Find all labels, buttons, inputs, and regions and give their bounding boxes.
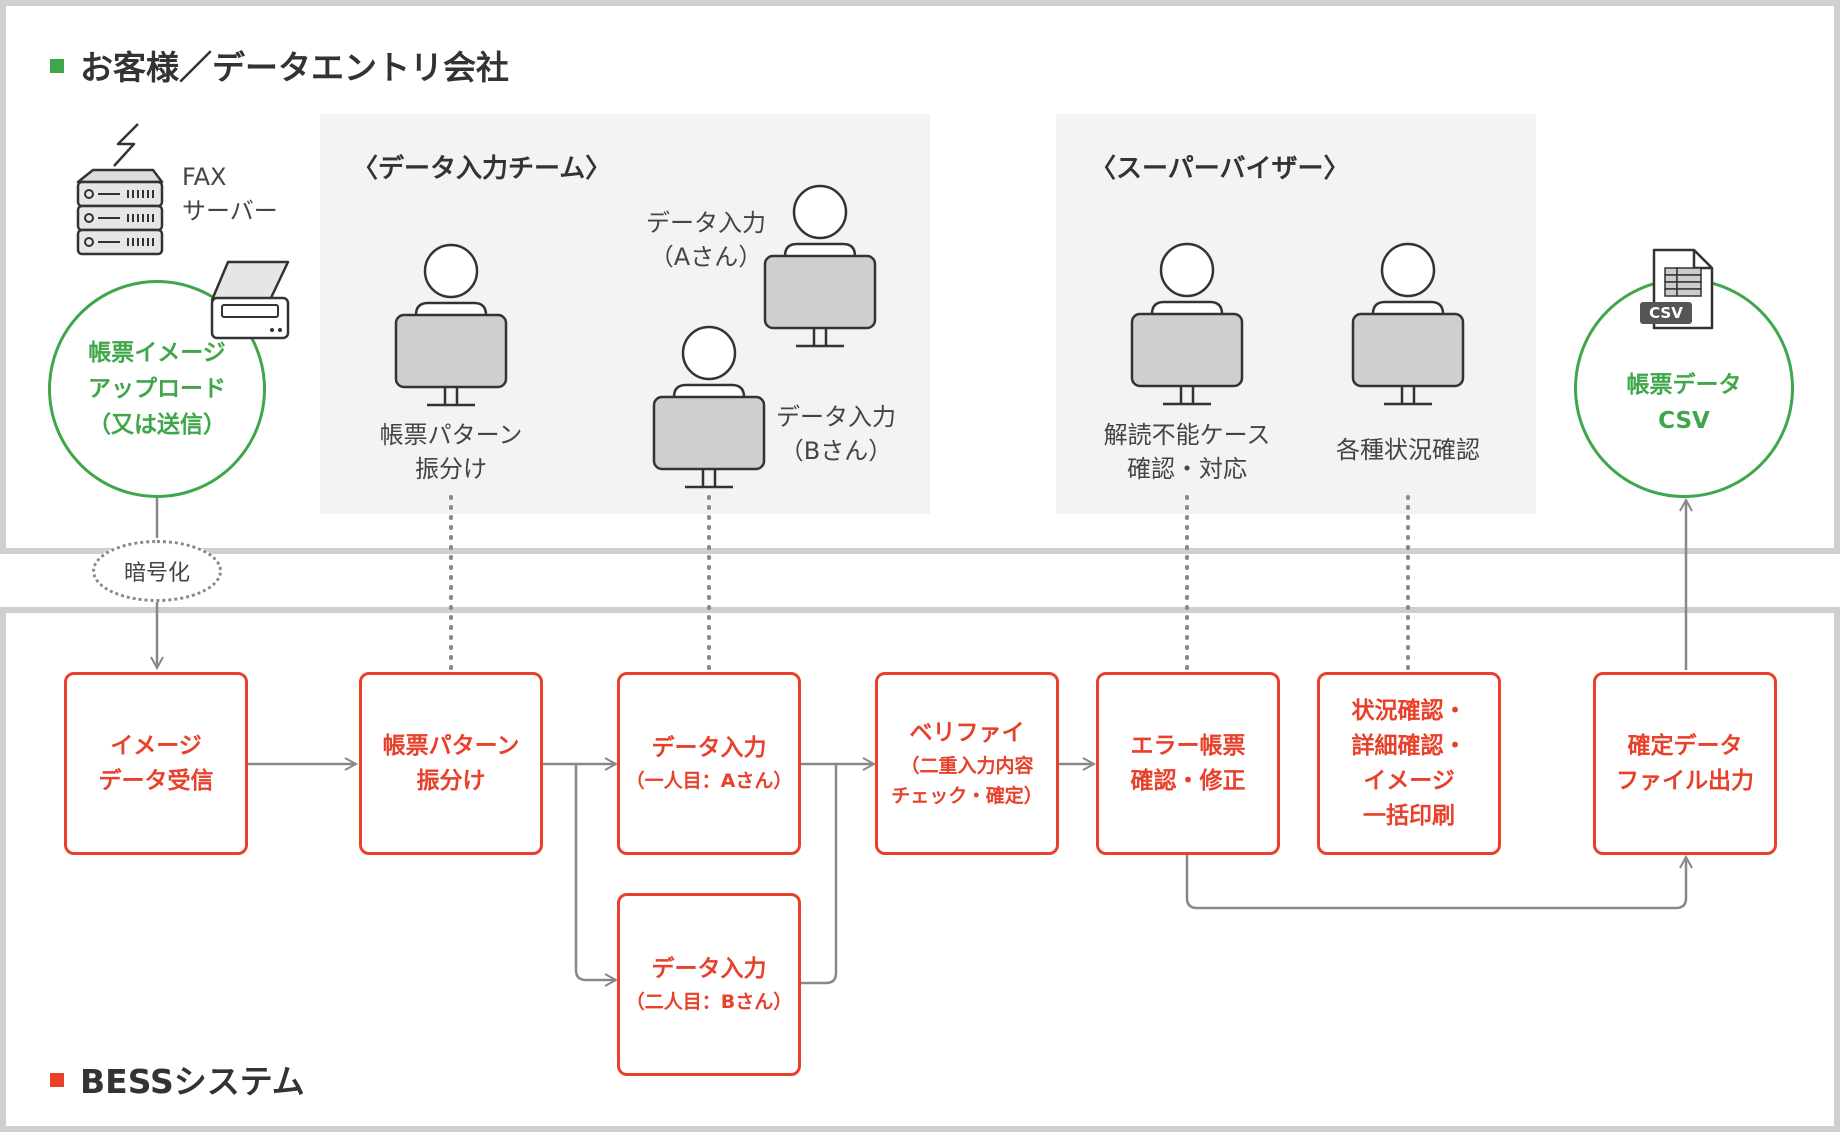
process-form-pattern-sort: 帳票パターン 振分け [359,672,543,855]
upload-circle: 帳票イメージ アップロード （又は送信） [48,280,266,498]
encryption-badge: 暗号化 [92,540,222,602]
entry-a-label: データ入力 （Aさん） [646,209,766,271]
data-entry-team-title: 〈データ入力チーム〉 [352,154,612,184]
process-data-entry-second: データ入力 （二人目：Bさん） [617,893,801,1076]
process-image-data-receive: イメージ データ受信 [64,672,248,855]
csv-output-circle: 帳票データ CSV [1574,278,1794,498]
process-confirmed-data-output: 確定データ ファイル出力 [1593,672,1777,855]
status-checker-label: 各種状況確認 [1336,436,1480,464]
process-data-entry-first: データ入力 （一人目：Aさん） [617,672,801,855]
red-square-marker [50,1072,64,1087]
green-square-marker [50,58,64,73]
fax-server-label: FAX サーバー [182,163,278,225]
error-handler-label: 解読不能ケース 確認・対応 [1103,421,1271,483]
system-section-heading: BESSシステム [50,1055,305,1103]
csv-file-badge: CSV [1649,304,1683,322]
server-icon [76,123,164,256]
process-status-check-print: 状況確認・ 詳細確認・ イメージ 一括印刷 [1317,672,1501,855]
customer-section-heading: お客様／データエントリ会社 [50,41,509,89]
process-verify: ベリファイ （二重入力内容 チェック・確定） [875,672,1059,855]
supervisor-team-title: 〈スーパーバイザー〉 [1090,154,1350,184]
sorter-label: 帳票パターン 振分け [379,421,523,483]
entry-b-label: データ入力 （Bさん） [776,403,896,465]
process-error-form-fix: エラー帳票 確認・修正 [1096,672,1280,855]
